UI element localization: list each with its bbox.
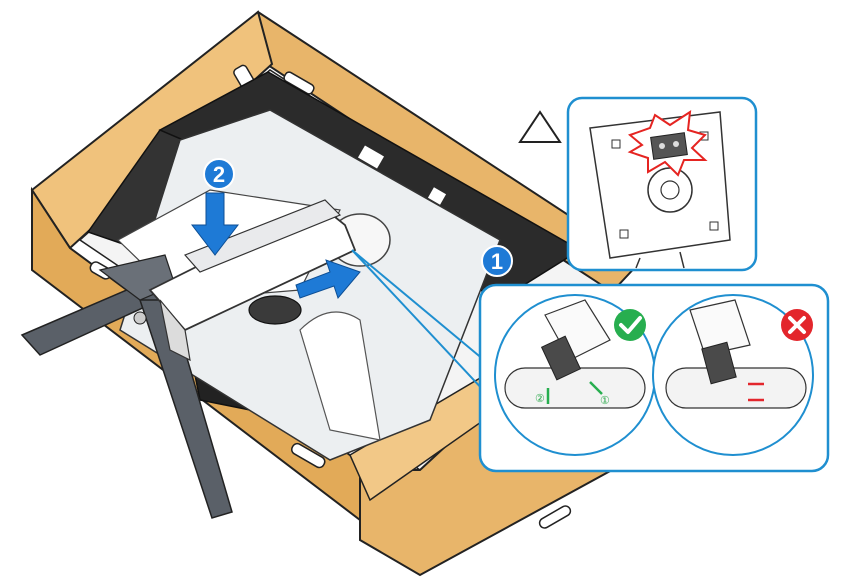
box-handle-hole [283,71,315,95]
cross-icon [781,309,813,341]
box-handle-hole [290,442,326,469]
stand-riser-side [159,299,191,362]
step-two-badge: 2 [203,158,235,190]
detail-step-second: ② [535,393,545,405]
box-handle-hole [538,505,572,529]
foam-slot [357,145,385,169]
stand-hinge [248,295,302,325]
monitor-protective-film [299,311,381,441]
monitor-stand [20,199,357,519]
correct-detail: ② ① [494,294,656,456]
step-two-number: 2 [213,162,225,187]
vesa-latch [650,132,688,160]
step-one-number: 1 [491,249,503,274]
vesa-plate-callout [566,96,758,272]
warning-triangle-icon [518,110,562,143]
motion-arrows [190,192,361,300]
slide-arrow-icon [589,381,603,395]
arrow-right-icon [295,259,361,300]
foam-slot [427,187,447,205]
stand-riser-top [183,199,342,273]
step-one-badge: 1 [481,245,513,277]
detail-step-first: ① [600,395,610,407]
incorrect-detail [652,294,814,456]
arrow-down-icon [190,192,240,256]
check-icon [614,309,646,341]
stand-screw [133,311,147,325]
attachment-callout: ② ① [478,283,830,473]
